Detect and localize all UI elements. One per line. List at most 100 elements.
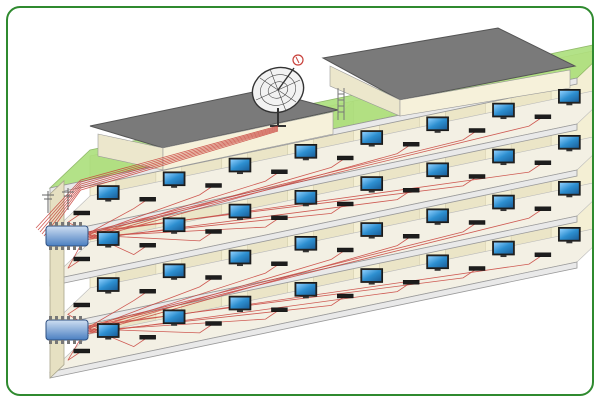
multiswitch-group — [42, 188, 89, 344]
room-cable — [87, 198, 148, 234]
room-cable — [87, 217, 280, 237]
tv-stand — [566, 103, 573, 106]
tv-screen — [362, 132, 382, 144]
tv-screen — [559, 90, 579, 102]
tv-stand — [368, 190, 375, 193]
room-cable — [87, 231, 214, 242]
tv-stand — [368, 144, 375, 147]
tv-icon — [360, 130, 384, 147]
riser-cable — [43, 129, 279, 237]
multiswitch-port — [61, 222, 64, 226]
tv-stand — [368, 282, 375, 285]
room-cable — [87, 171, 280, 237]
tv-screen — [559, 182, 579, 194]
tv-screen — [296, 237, 316, 249]
tv-stand — [105, 291, 112, 294]
tv-icon — [426, 116, 449, 133]
tv-stand — [171, 185, 178, 188]
tv-stand — [566, 195, 573, 198]
tv-icon — [360, 222, 384, 239]
multiswitch-port — [73, 246, 76, 250]
tv-stand — [171, 277, 178, 280]
tv-screen — [428, 164, 448, 176]
tv-screen — [230, 297, 250, 309]
receiver-icon — [402, 142, 420, 147]
tv-screen — [164, 311, 184, 323]
tv-screen — [98, 187, 118, 199]
multiswitch-port — [55, 316, 58, 320]
tv-stand — [105, 337, 112, 340]
tv-stand — [566, 149, 573, 152]
receiver-icon — [139, 243, 156, 248]
multiswitch-port — [55, 340, 58, 344]
tv-icon — [492, 148, 515, 166]
tv-icon — [96, 185, 120, 202]
satellite-dish-icon — [251, 66, 305, 127]
tv-icon — [426, 254, 449, 271]
tv-stand — [105, 199, 112, 202]
tv-screen — [362, 224, 382, 236]
tv-screen — [493, 196, 513, 208]
tv-stand — [302, 250, 309, 253]
tv-screen — [230, 205, 250, 217]
tv-icon — [558, 180, 581, 198]
receiver-icon — [402, 280, 420, 285]
tv-icon — [294, 235, 318, 253]
tv-screen — [164, 219, 184, 231]
tv-stand — [302, 296, 309, 299]
tv-icon — [228, 157, 252, 175]
tv-stand — [566, 241, 573, 244]
tv-icon — [294, 281, 318, 299]
receiver-icon — [534, 206, 552, 211]
tv-stand — [434, 176, 441, 179]
room-cable — [87, 143, 412, 240]
receiver-icon — [205, 321, 222, 326]
tv-screen — [98, 233, 118, 245]
tv-stand — [500, 255, 507, 258]
multiswitch-port — [67, 222, 70, 226]
tv-screen — [164, 173, 184, 185]
receiver-icon — [468, 174, 486, 179]
receiver-icon — [337, 247, 354, 253]
receiver-icon — [139, 197, 156, 202]
tv-stand — [236, 172, 243, 175]
room-cable — [87, 157, 346, 239]
room-cable — [87, 116, 544, 234]
tv-stand — [434, 268, 441, 271]
tv-icon — [492, 102, 515, 120]
receiver-icon — [402, 188, 420, 193]
tv-screen — [559, 136, 579, 148]
tv-icon — [294, 143, 318, 161]
multiswitch-port — [73, 222, 76, 226]
tv-screen — [362, 270, 382, 282]
receiver-icon — [139, 335, 156, 340]
tv-icon — [162, 171, 186, 188]
lnb-icon — [292, 54, 304, 66]
room-cable — [87, 185, 214, 236]
receiver-icon — [468, 128, 486, 133]
room-cable — [87, 222, 478, 327]
multiswitch-port — [55, 222, 58, 226]
receiver-icon — [205, 229, 222, 234]
multiswitch-port — [61, 246, 64, 250]
receiver-icon — [271, 307, 288, 312]
receiver-icon — [73, 256, 90, 262]
roof-ladder — [337, 88, 345, 120]
receiver-icon — [402, 234, 420, 239]
tv-stand — [434, 222, 441, 225]
tv-screen — [98, 279, 118, 291]
tv-icon — [96, 323, 120, 340]
multiswitch-port — [61, 316, 64, 320]
tv-stand — [434, 130, 441, 133]
building-distribution-diagram — [35, 27, 592, 379]
receiver-icon — [271, 261, 288, 266]
tv-screen — [362, 178, 382, 190]
multiswitch-port — [61, 340, 64, 344]
receiver-icon — [271, 169, 288, 174]
receiver-icon — [205, 183, 222, 188]
tv-icon — [558, 226, 581, 244]
room-cable — [87, 189, 412, 240]
receiver-icon — [205, 275, 222, 280]
receiver-icon — [139, 289, 156, 294]
tv-screen — [428, 210, 448, 222]
